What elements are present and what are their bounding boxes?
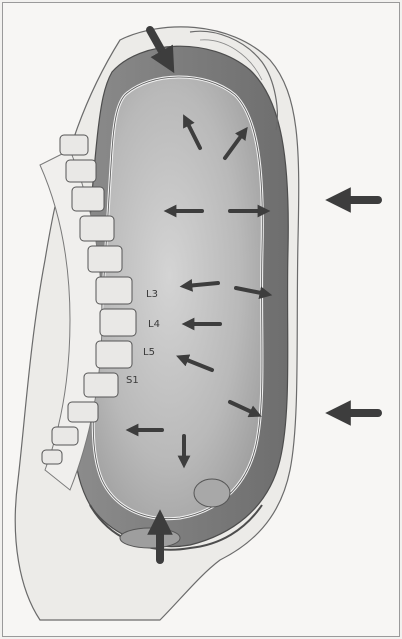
label-s1: S1: [126, 375, 139, 386]
label-l4: L4: [148, 319, 160, 330]
pelvic-organ: [194, 479, 230, 507]
pelvic-organ-2: [120, 528, 180, 548]
sacral-segment: [52, 427, 78, 445]
vertebra-s1: [84, 373, 118, 397]
vertebra: [66, 160, 96, 182]
label-l5: L5: [143, 347, 155, 358]
vertebra: [72, 187, 104, 211]
vertebra: [60, 135, 88, 155]
vertebra-l4: [100, 309, 136, 336]
sacral-segment: [68, 402, 98, 422]
vertebra: [88, 246, 122, 272]
vertebra-l5: [96, 341, 132, 368]
vertebra: [80, 216, 114, 241]
vertebra-l3: [96, 277, 132, 304]
label-l3: L3: [146, 289, 158, 300]
coccyx-segment: [42, 450, 62, 464]
